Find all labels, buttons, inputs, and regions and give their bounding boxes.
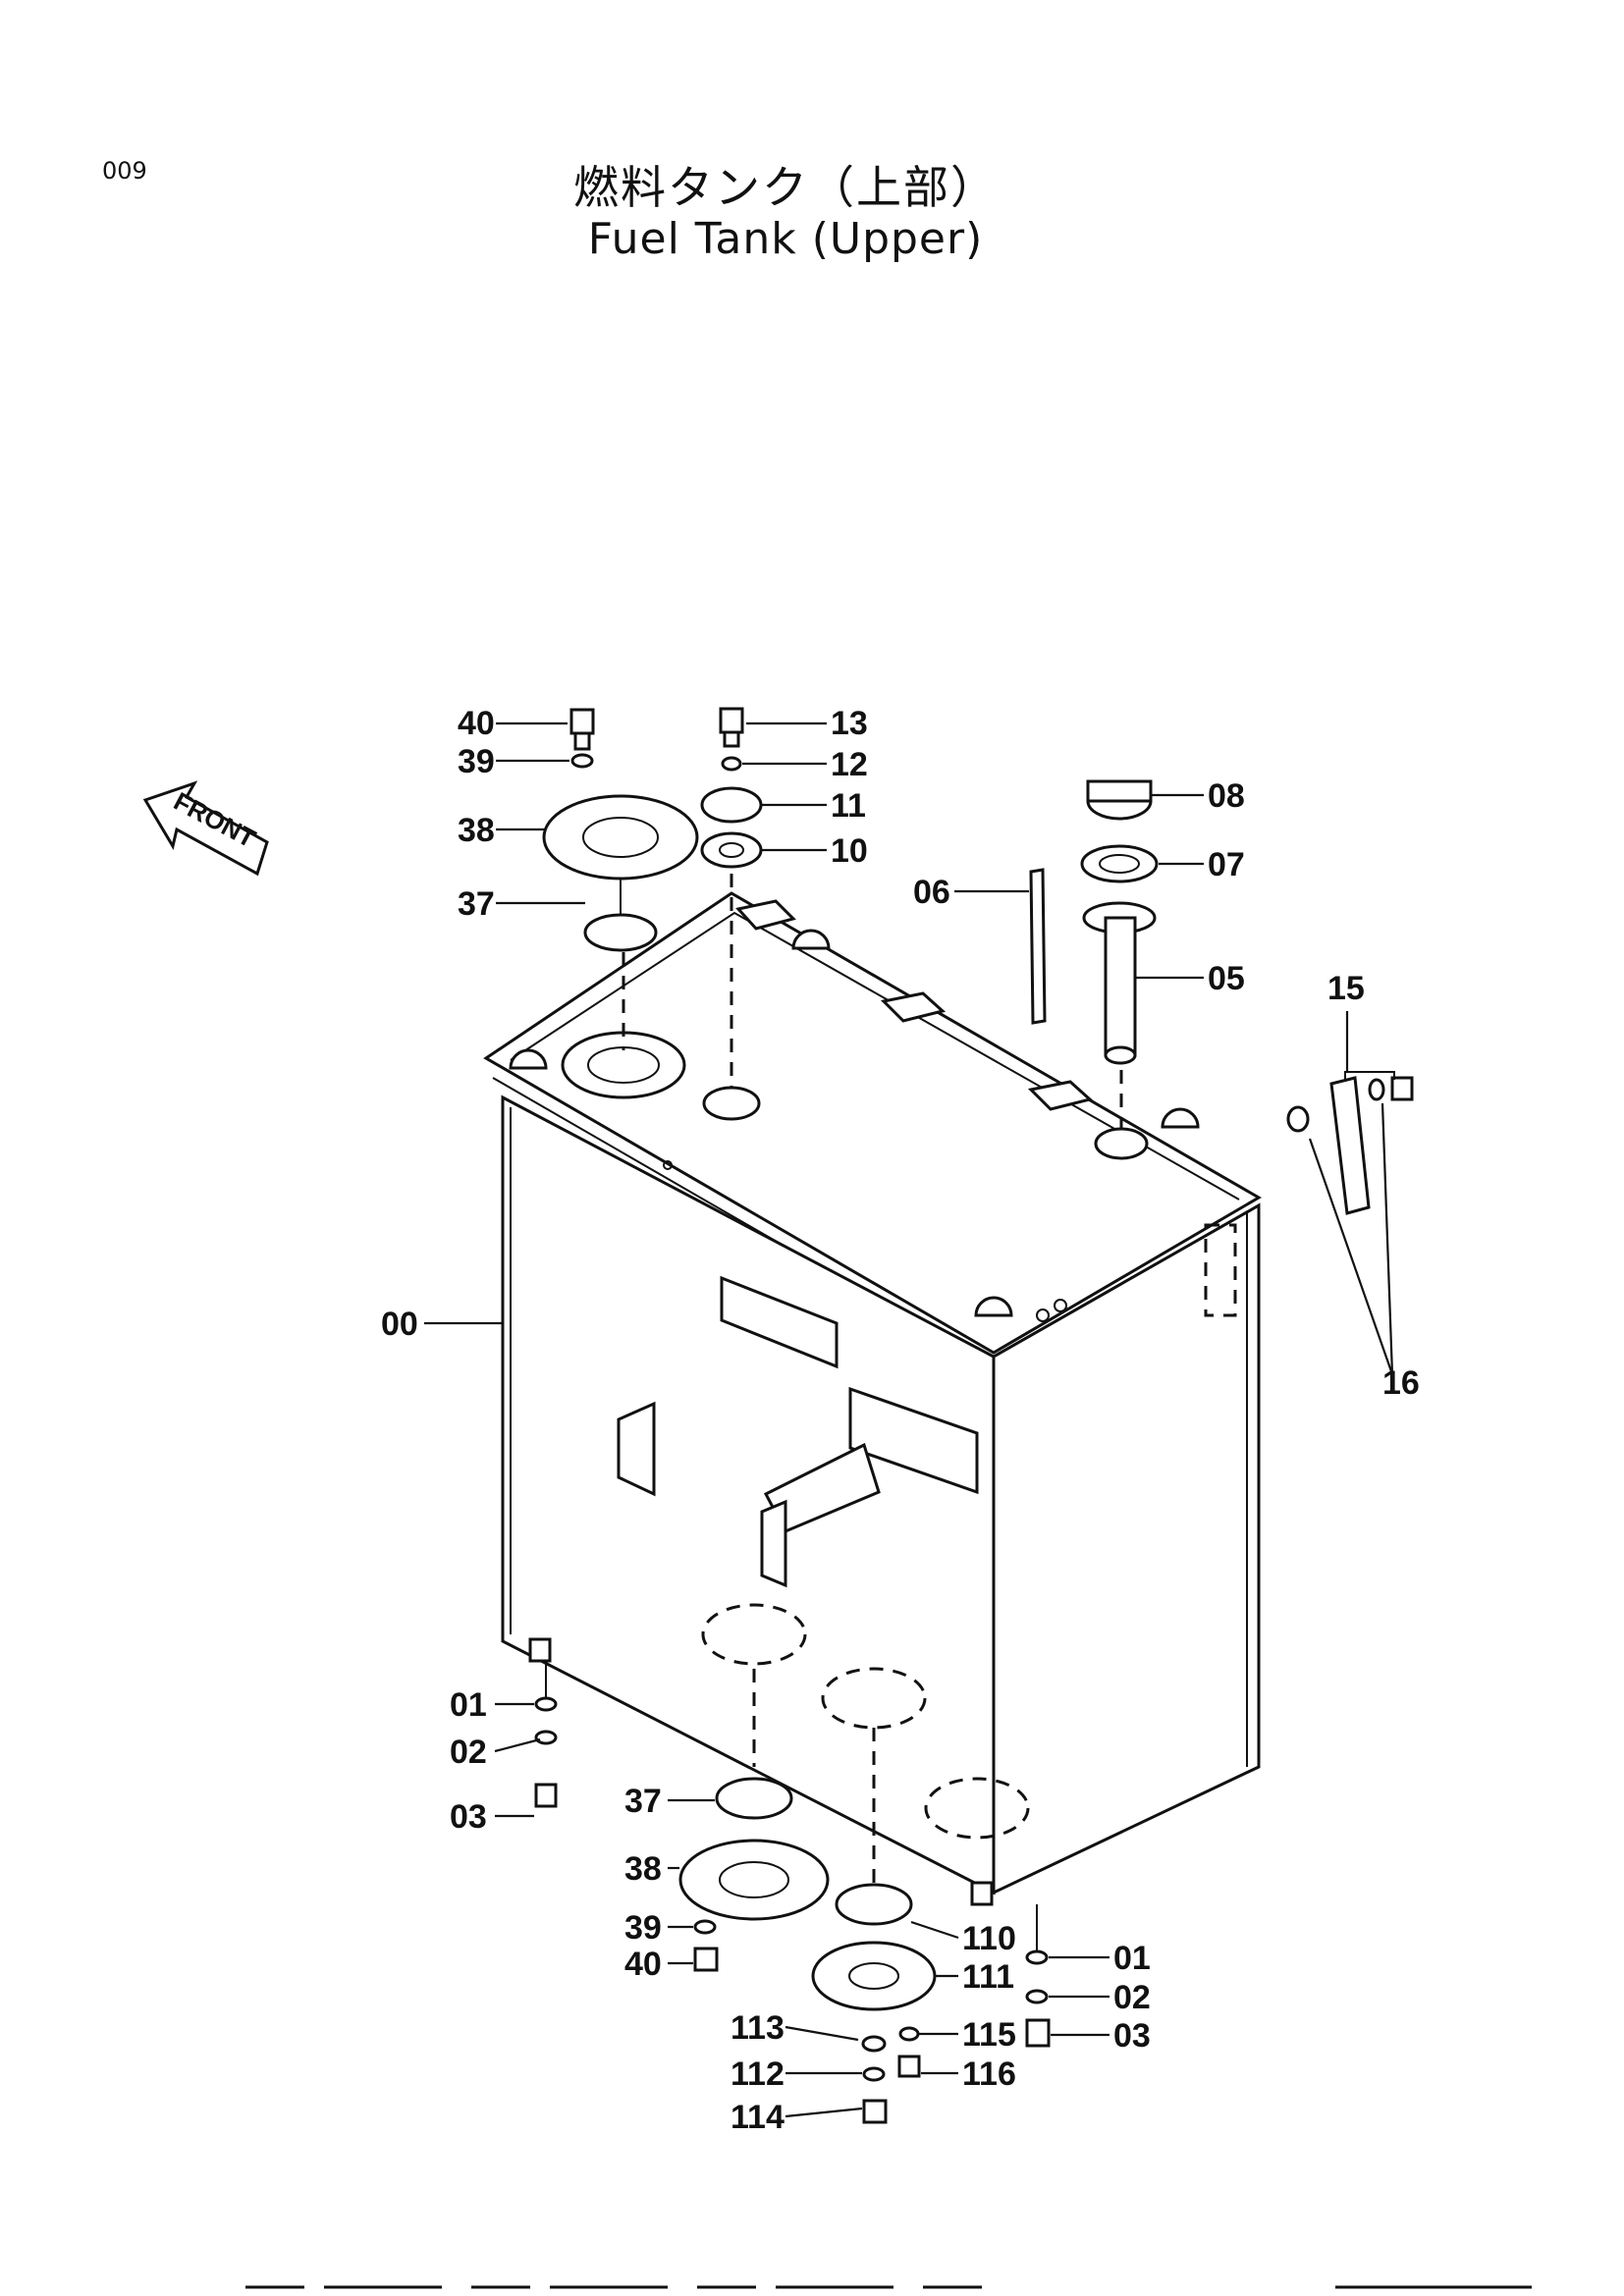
callout-16: 16 — [1382, 1364, 1420, 1402]
top-center-parts — [700, 707, 763, 869]
top-left-parts — [542, 708, 699, 952]
callout-110: 110 — [962, 1920, 1016, 1957]
callout-06: 06 — [913, 874, 950, 911]
callout-113: 113 — [731, 2009, 785, 2047]
side-bracket-parts — [1286, 1071, 1414, 1215]
callout-13: 13 — [831, 705, 868, 742]
fuel-tank-body — [483, 891, 1262, 1906]
callout-15: 15 — [1327, 970, 1365, 1007]
page-number: 009 — [102, 157, 147, 185]
page-title-japanese: 燃料タンク（上部） — [573, 161, 998, 214]
callout-12: 12 — [831, 746, 868, 783]
leader-lines — [424, 721, 1394, 2118]
callout-40-top: 40 — [458, 705, 495, 742]
bottom-center-parts — [678, 1777, 937, 2124]
page-title-english: Fuel Tank (Upper) — [587, 214, 984, 264]
callout-02-right: 02 — [1113, 1979, 1151, 2016]
callout-40-bottom: 40 — [624, 1946, 662, 1983]
callout-39-top: 39 — [458, 743, 495, 780]
callout-111: 111 — [962, 1958, 1014, 1996]
callout-01-left: 01 — [450, 1686, 487, 1724]
bottom-right-fasteners — [1025, 1904, 1051, 2048]
callout-05: 05 — [1208, 960, 1245, 997]
top-right-parts — [1029, 779, 1159, 1065]
callout-03-left: 03 — [450, 1798, 487, 1836]
callout-38-top: 38 — [458, 812, 495, 849]
callout-07: 07 — [1208, 846, 1245, 883]
bottom-left-fasteners — [534, 1661, 558, 1808]
callout-01-right: 01 — [1113, 1940, 1151, 1977]
callout-37-bottom: 37 — [624, 1783, 662, 1820]
front-direction-arrow: FRONT — [142, 780, 269, 877]
callout-00: 00 — [381, 1306, 418, 1343]
callout-115: 115 — [962, 2016, 1016, 2054]
callout-116: 116 — [962, 2056, 1016, 2093]
callout-10: 10 — [831, 832, 868, 870]
callout-38-bottom: 38 — [624, 1850, 662, 1888]
callout-03-right: 03 — [1113, 2017, 1151, 2055]
callout-02-left: 02 — [450, 1734, 487, 1771]
callout-11: 11 — [831, 787, 866, 825]
callout-37-top: 37 — [458, 885, 495, 923]
callout-08: 08 — [1208, 777, 1245, 815]
callout-112: 112 — [731, 2056, 785, 2093]
callout-labels: 40 39 38 37 13 12 11 10 06 08 07 05 15 1… — [381, 705, 1420, 2136]
callout-114: 114 — [731, 2099, 785, 2136]
callout-39-bottom: 39 — [624, 1909, 662, 1947]
